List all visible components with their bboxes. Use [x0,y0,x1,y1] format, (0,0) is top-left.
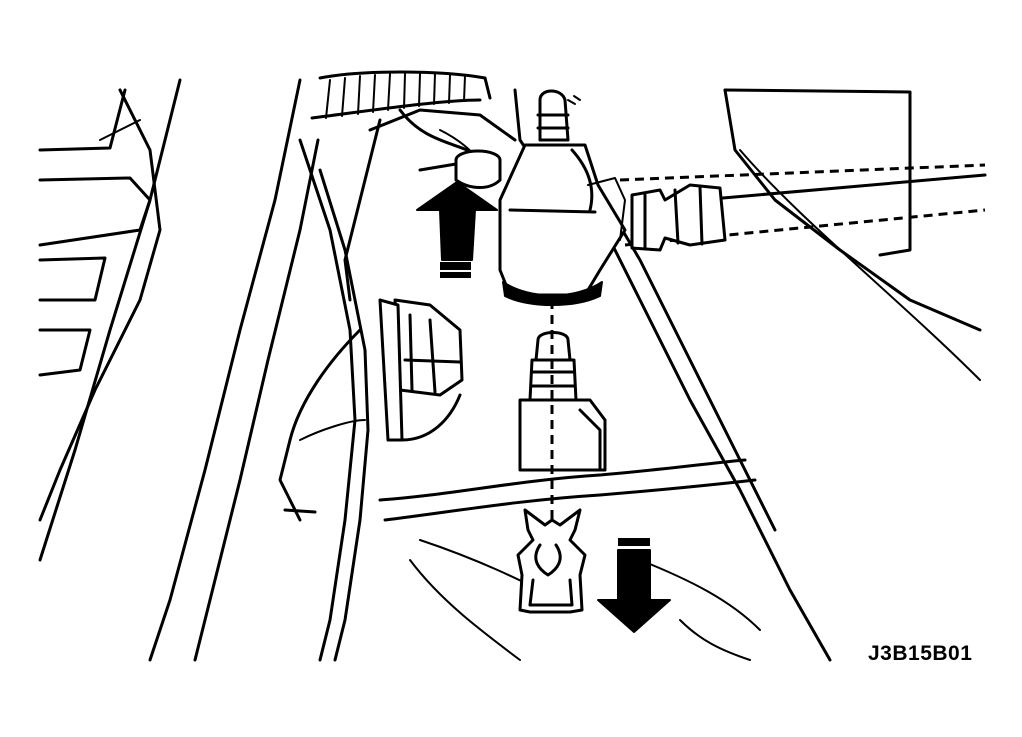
bolt-head [454,149,502,189]
strut-tube [148,78,370,662]
ball-stud [518,331,607,472]
down-arrow [597,538,671,633]
cross-rail [378,458,761,661]
hex-nut [378,298,464,442]
upper-hose [310,70,492,120]
left-body-panel [38,78,182,562]
cable [587,163,987,252]
retaining-clip [516,508,587,614]
up-arrow [416,181,498,278]
connector-mark [567,95,581,105]
right-bracket [723,88,982,381]
figure-code: J3B15B01 [868,642,973,665]
